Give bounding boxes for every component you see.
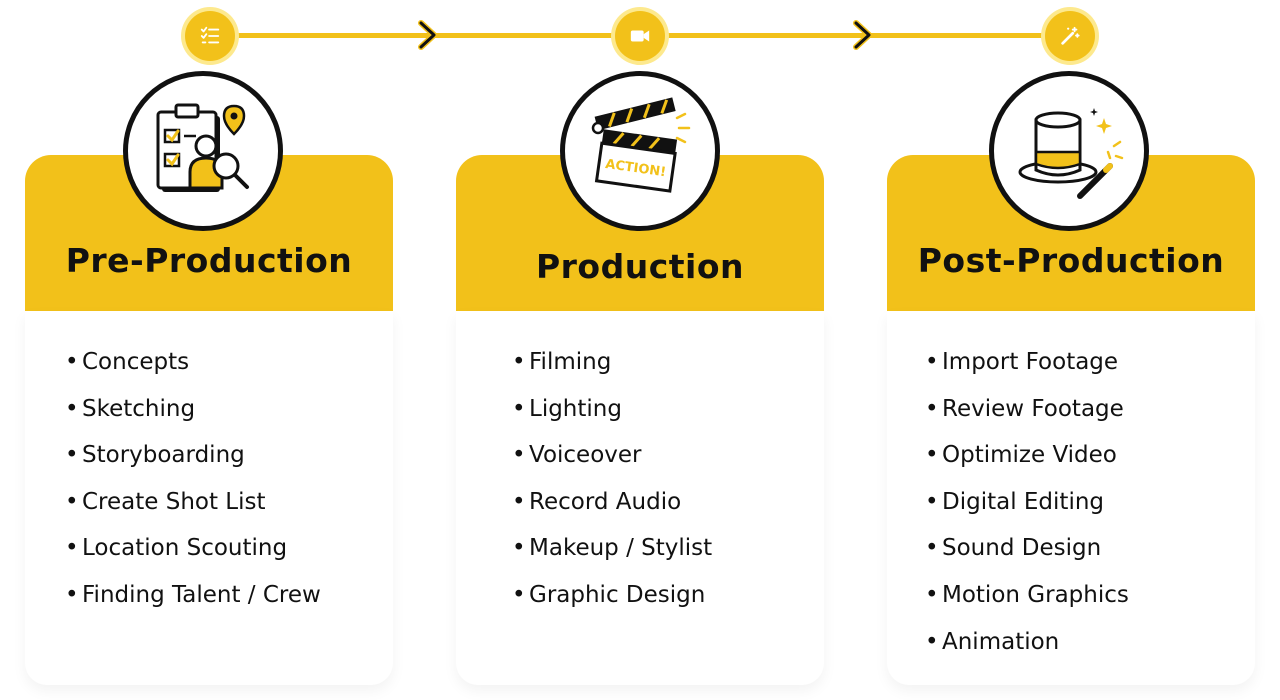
step-dot-pre-production	[185, 11, 235, 61]
list-item: Filming	[512, 345, 712, 392]
stage-title: Production	[535, 247, 745, 286]
task-list: Filming Lighting Voiceover Record Audio …	[512, 345, 712, 625]
magic-wand-icon	[1061, 26, 1080, 45]
stage-title: Post-Production	[917, 241, 1225, 280]
list-item: Sketching	[65, 392, 321, 439]
clipboard-checklist-icon	[156, 103, 249, 192]
stage-card-pre-production: Pre-Production Concepts Sketching Storyb…	[25, 71, 393, 685]
list-item: Sound Design	[925, 531, 1129, 578]
step-dot-post-production	[1045, 11, 1095, 61]
list-item: Record Audio	[512, 485, 712, 532]
stage-card-header: Pre-Production	[25, 71, 393, 311]
list-item: Review Footage	[925, 392, 1129, 439]
stage-icon-circle: ACTION!	[560, 71, 720, 231]
stage-icon-circle	[123, 71, 283, 231]
stage-card-header: ACTION! Production	[456, 71, 824, 311]
step-dot-production	[615, 11, 665, 61]
list-item: Location Scouting	[65, 531, 321, 578]
video-camera-icon	[630, 30, 650, 42]
list-item: Import Footage	[925, 345, 1129, 392]
clapperboard-icon: ACTION!	[591, 97, 691, 193]
stage-card-production: ACTION! Production Filming Lighting Voic…	[456, 71, 824, 685]
chevron-right-icon	[853, 20, 872, 50]
task-list: Concepts Sketching Storyboarding Create …	[65, 345, 321, 625]
stage-title: Pre-Production	[65, 241, 353, 280]
list-item: Create Shot List	[65, 485, 321, 532]
list-item: Voiceover	[512, 438, 712, 485]
stage-icon-circle	[989, 71, 1149, 231]
list-item: Motion Graphics	[925, 578, 1129, 625]
task-list: Import Footage Review Footage Optimize V…	[925, 345, 1129, 671]
chevron-right-icon	[418, 20, 437, 50]
list-item: Lighting	[512, 392, 712, 439]
list-item: Storyboarding	[65, 438, 321, 485]
stage-card-post-production: Post-Production Import Footage Review Fo…	[887, 71, 1255, 685]
list-item: Animation	[925, 625, 1129, 672]
list-item: Optimize Video	[925, 438, 1129, 485]
list-item: Makeup / Stylist	[512, 531, 712, 578]
list-item: Concepts	[65, 345, 321, 392]
checklist-icon	[200, 26, 220, 44]
top-hat-magic-wand-icon	[1018, 108, 1124, 199]
list-item: Finding Talent / Crew	[65, 578, 321, 625]
list-item: Digital Editing	[925, 485, 1129, 532]
stage-card-header: Post-Production	[887, 71, 1255, 311]
list-item: Graphic Design	[512, 578, 712, 625]
